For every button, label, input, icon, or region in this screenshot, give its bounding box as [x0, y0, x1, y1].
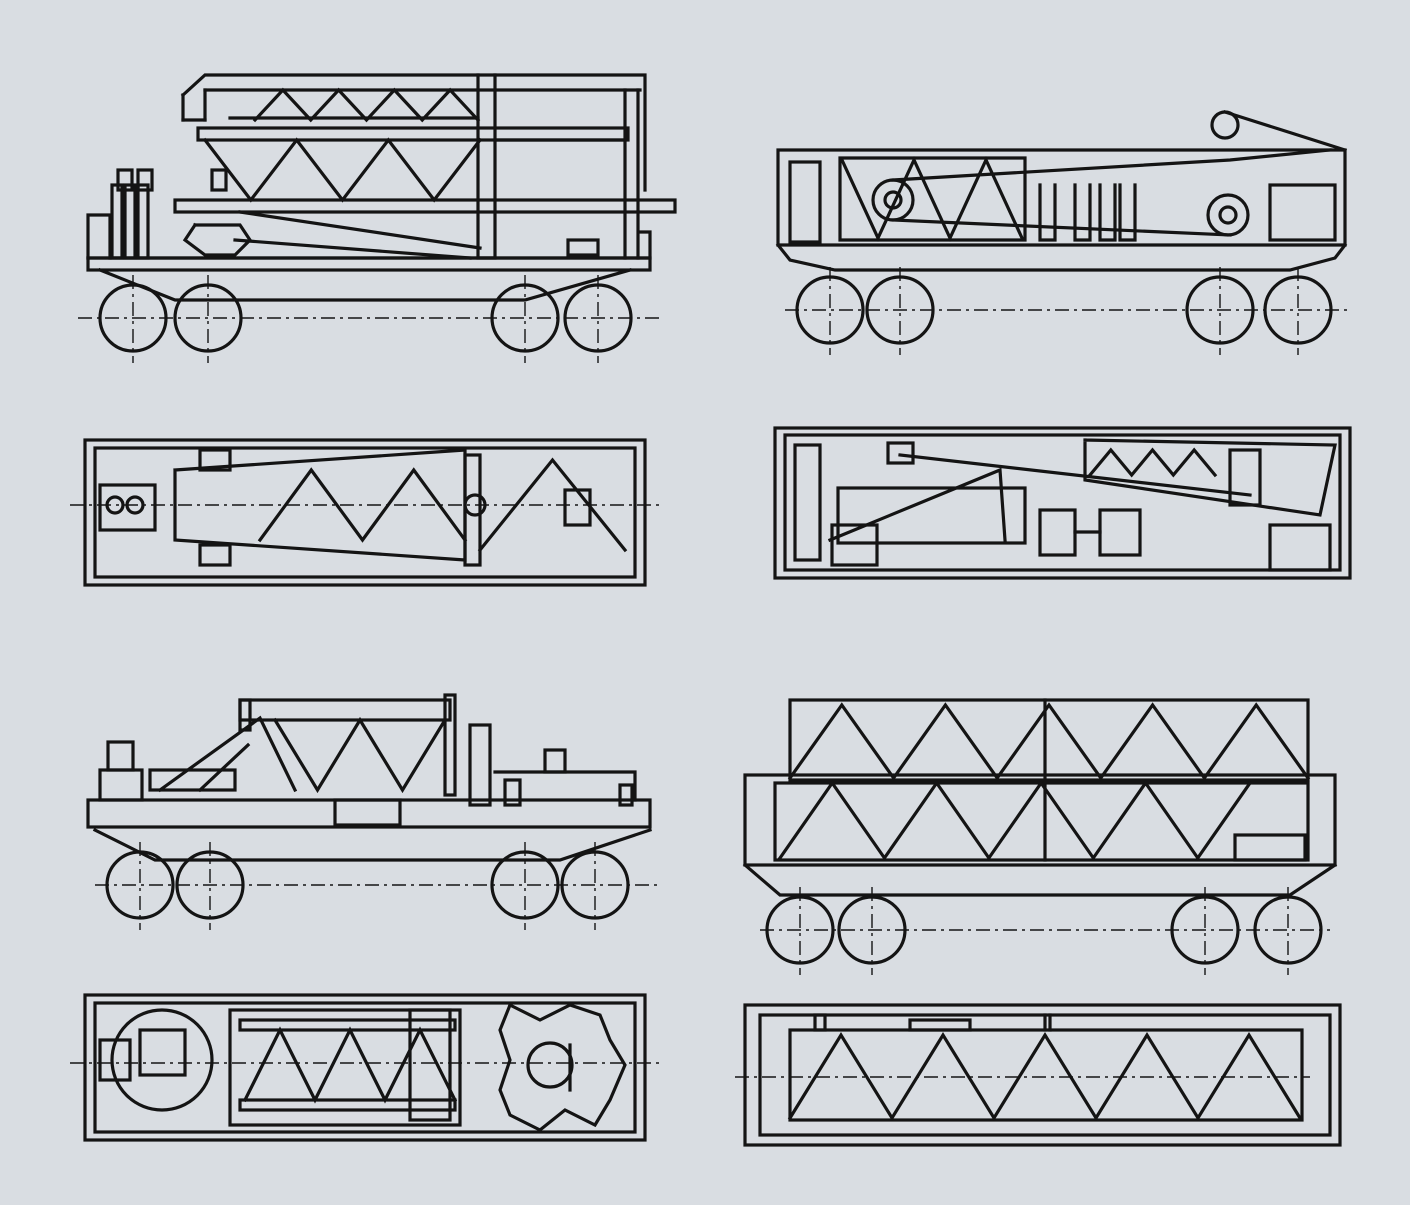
- underframe: [775, 242, 1348, 272]
- winch-drum-hub: [883, 190, 903, 210]
- boom-end: [408, 1008, 452, 1122]
- truss-lacing: [787, 702, 1311, 781]
- cylinder: [1073, 183, 1092, 242]
- column: [468, 723, 492, 807]
- view-2-winch-car-side-elevation: [775, 109, 1350, 355]
- truss-lacing: [1087, 447, 1218, 478]
- truss-lacing: [477, 457, 628, 553]
- winch-drum-hub: [1218, 205, 1238, 225]
- jib-outline: [1083, 438, 1337, 517]
- slewing-ring: [526, 1041, 574, 1089]
- truss-lacing: [777, 780, 1253, 861]
- view-6-truss-car-side-elevation: [742, 698, 1338, 975]
- jib-head: [1228, 448, 1262, 507]
- hook-block: [182, 222, 253, 257]
- small-box: [566, 238, 600, 257]
- end-box: [1268, 183, 1337, 242]
- a-frame: [157, 715, 298, 793]
- a-frame: [197, 742, 251, 793]
- turntable: [110, 1008, 214, 1112]
- boom-top-chord: [180, 73, 647, 192]
- cable-drum: [830, 523, 879, 567]
- bearing: [198, 448, 232, 472]
- upper-truss: [788, 698, 1310, 782]
- box: [98, 1038, 132, 1082]
- outer-frame: [83, 993, 647, 1142]
- end-box: [793, 443, 822, 562]
- truss-lacing: [257, 467, 468, 543]
- window: [618, 783, 634, 807]
- stud: [813, 1013, 827, 1032]
- outer-frame: [773, 426, 1352, 580]
- inner-frame: [93, 1001, 637, 1134]
- truss-lacing: [252, 87, 481, 123]
- boom-chord: [238, 1018, 457, 1032]
- underframe: [92, 827, 653, 862]
- cable: [891, 218, 1232, 237]
- cylinder-head: [136, 168, 154, 192]
- winch-housing: [838, 156, 1027, 242]
- outer-frame: [83, 438, 647, 587]
- cylinder-head: [210, 168, 228, 192]
- cylinder: [1038, 183, 1057, 242]
- window: [503, 778, 522, 807]
- bearing: [198, 543, 232, 567]
- view-8-truss-car-plan: [735, 1003, 1342, 1147]
- tie-bar: [898, 453, 1252, 497]
- underframe: [742, 862, 1338, 897]
- small-box: [563, 488, 592, 527]
- truss-lacing: [272, 716, 448, 794]
- end-box: [788, 160, 822, 244]
- housing: [493, 770, 637, 802]
- upper-truss-chord: [196, 126, 630, 142]
- cable: [891, 148, 1332, 182]
- tie-bar: [238, 210, 482, 250]
- cable: [1222, 109, 1348, 153]
- outrigger-base: [498, 1002, 627, 1132]
- plate: [908, 1018, 972, 1032]
- car-body: [743, 773, 1337, 867]
- inner-frame: [783, 433, 1342, 572]
- cylinder: [1098, 183, 1117, 242]
- deck: [86, 798, 652, 829]
- view-1-boom-car-side-elevation: [78, 73, 677, 363]
- tie-bar: [233, 238, 472, 260]
- outer-frame: [743, 1003, 1342, 1147]
- boom-chord: [238, 1098, 457, 1112]
- boom-frame: [228, 1008, 462, 1127]
- end-box: [1268, 523, 1332, 572]
- view-3-boom-car-plan: [70, 438, 660, 587]
- inner-frame: [93, 446, 637, 579]
- small-box: [1233, 833, 1307, 862]
- cable: [827, 467, 1007, 543]
- platform-beam: [86, 256, 652, 272]
- cylinder-group: [98, 483, 157, 532]
- cabin: [138, 1028, 187, 1077]
- box: [148, 768, 237, 792]
- view-4-winch-car-plan: [773, 426, 1352, 580]
- winch-housing: [836, 486, 1027, 545]
- boom-post: [443, 693, 457, 797]
- rear-frame: [86, 213, 112, 260]
- lower-truss-chord: [173, 198, 677, 214]
- cylinder-head: [116, 168, 134, 192]
- cylinder: [1118, 183, 1137, 242]
- cap: [543, 748, 567, 774]
- truss-lacing: [787, 1031, 1303, 1122]
- winch-drum: [886, 441, 915, 465]
- view-7-crane-car-plan: [70, 993, 660, 1142]
- view-5-crane-car-side-elevation: [86, 693, 660, 930]
